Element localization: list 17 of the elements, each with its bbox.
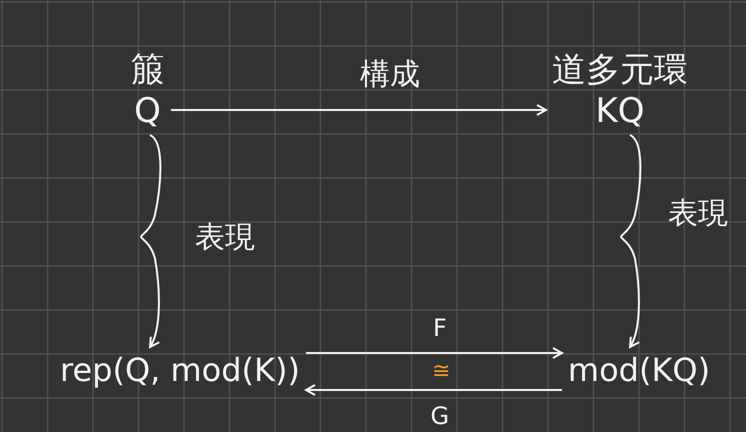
edge-label: G — [430, 404, 450, 428]
math-label: rep(Q, mod(K)) — [59, 350, 301, 390]
edge-label: 構成 — [360, 60, 420, 90]
arrow — [305, 384, 562, 396]
heading-text: 箙 — [130, 50, 166, 91]
edge-label: F — [433, 316, 447, 340]
isomorphism-symbol: ≅ — [432, 361, 450, 383]
math-label: Q — [133, 91, 162, 132]
math-label: mod(KQ) — [566, 350, 712, 390]
edge-label: 表現 — [668, 199, 728, 229]
brace-arrow — [140, 134, 162, 348]
heading-text: 道多元環 — [551, 50, 689, 91]
arrow — [171, 104, 547, 116]
edge-label: 表現 — [195, 223, 255, 253]
math-label: KQ — [594, 91, 646, 132]
arrow — [306, 347, 563, 359]
brace-arrow — [620, 134, 642, 348]
